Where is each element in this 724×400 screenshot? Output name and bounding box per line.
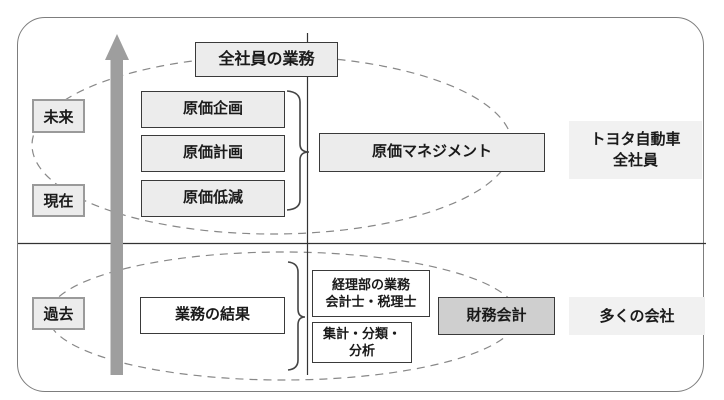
work-results-box: 業務の結果 [140,297,285,334]
time-axis-arrow-icon [105,34,129,375]
accounting-dept-line2: 会計士・税理士 [325,293,417,309]
aggregation-analysis-box: 集計・分類・ 分析 [312,322,412,363]
aggregation-line1: 集計・分類・ [322,326,401,342]
all-employees-task-box: 全社員の業務 [195,42,338,77]
aggregation-line2: 分析 [348,342,375,358]
cost-management-box: 原価マネジメント [319,133,545,172]
many-companies-label: 多くの会社 [569,297,705,335]
toyota-label-line1: トヨタ自動車 [590,131,681,148]
toyota-label-line2: 全社員 [612,152,658,169]
accounting-dept-box: 経理部の業務 会計士・税理士 [312,270,430,317]
top-curly-brace-icon [286,90,310,211]
bottom-curly-brace-icon [287,261,306,371]
time-label-future: 未来 [32,99,85,133]
financial-accounting-box: 財務会計 [438,297,555,335]
time-label-past: 過去 [32,297,85,330]
cost-plan-box: 原価計画 [141,135,285,172]
cost-reduction-box: 原価低減 [141,180,285,217]
accounting-dept-line1: 経理部の業務 [331,277,410,293]
toyota-all-employees-label: トヨタ自動車 全社員 [569,121,702,179]
time-label-present: 現在 [32,184,85,217]
cost-planning-box: 原価企画 [141,91,285,128]
